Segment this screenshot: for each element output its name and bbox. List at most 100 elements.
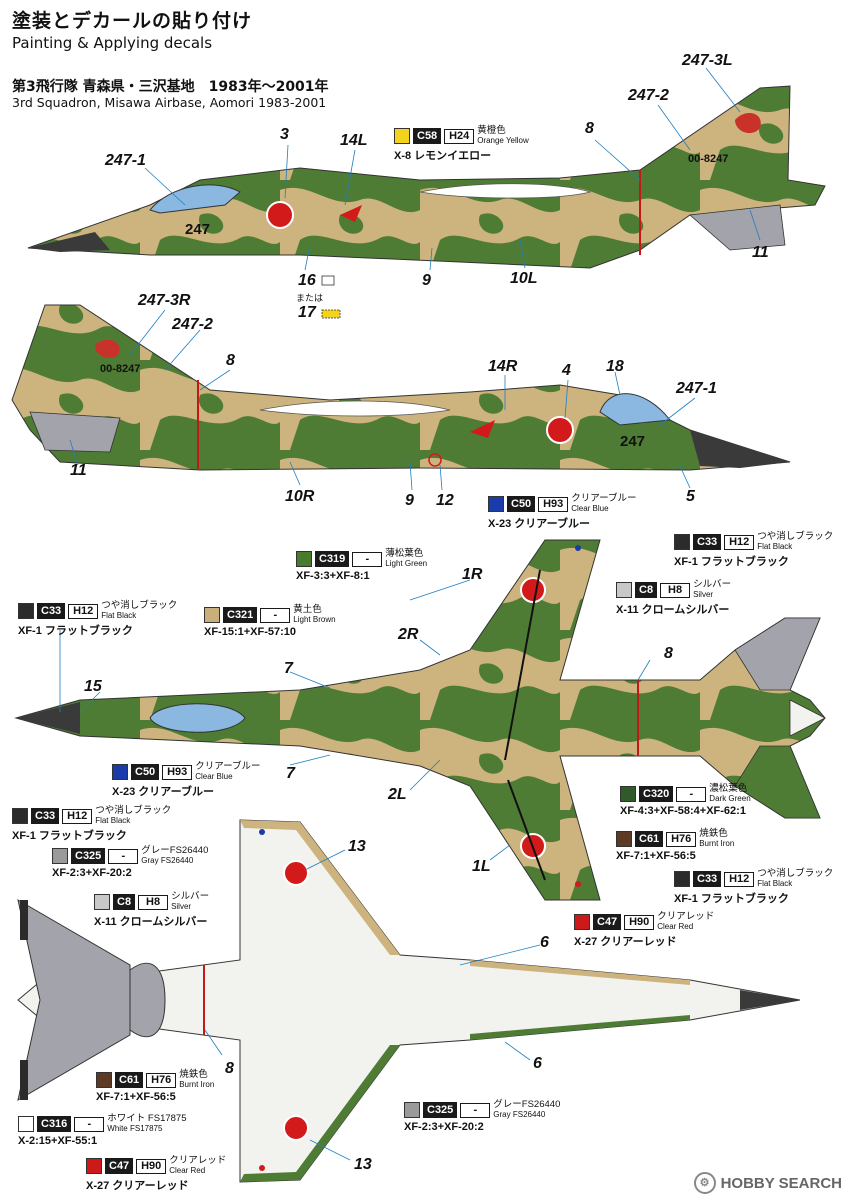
callout-label: 14L [340,132,368,149]
canopy [149,703,246,733]
color-swatch [620,786,636,802]
callout-label: 11 [70,462,87,479]
page-subtitle: Painting & Applying decals [12,34,213,52]
callout-label: 2L [388,786,407,803]
canopy [149,184,241,214]
squadron-title: 第3飛行隊 青森県・三沢基地 1983年〜2001年 [12,79,329,95]
callout-label: 10L [510,270,538,287]
hinomaru [283,860,309,886]
callout-label: 15 [84,678,102,695]
callout-label: 6 [540,934,549,951]
side-view-right: 247 00-8247 [11,304,791,471]
color-swatch [296,551,312,567]
callout-label: 6 [533,1055,542,1072]
callout-label: 247-1 [676,380,717,397]
top-view [14,539,826,901]
callout-label: 247-2 [628,87,669,104]
squadron-subtitle: 3rd Squadron, Misawa Airbase, Aomori 198… [12,95,327,110]
callout-label: 247-1 [105,152,146,169]
callout-label: 10R [285,488,315,505]
callout-label: 16 [298,272,316,289]
callout-label: 11 [752,244,769,261]
hinomaru [266,201,294,229]
callout-label: 7 [286,765,295,782]
nose-number: 247 [620,433,645,450]
nose-cone [28,232,110,252]
color-swatch [616,582,632,598]
hobby-search-icon: ⚙ [693,1172,716,1194]
color-swatch [112,764,128,780]
or-label: または [296,294,324,304]
nose-cone [16,702,80,734]
color-swatch [674,871,690,887]
callout-label: 1L [472,858,491,875]
callout-label: 3 [280,126,289,143]
tail-serial: 00-8247 [100,363,140,375]
page-title: 塗装とデカールの貼り付け [12,10,253,32]
callout-label: 8 [664,645,673,662]
color-swatch [52,848,68,864]
color-swatch [204,607,220,623]
callout-label: 12 [436,492,454,509]
callout-label: 247-3L [682,52,733,69]
nose-number: 247 [185,221,210,238]
callout-label: 14R [488,358,518,375]
callout-label: 2R [398,626,419,643]
callout-label: 13 [348,838,366,855]
color-swatch [96,1072,112,1088]
color-swatch [488,496,504,512]
side-view-left: 247 00-8247 [27,85,826,269]
canopy [599,393,671,426]
callout-label: 8 [585,120,594,137]
callout-label: 5 [686,488,695,505]
callout-label: 4 [562,362,571,379]
callout-label: 1R [462,566,483,583]
tail-serial: 00-8247 [688,153,728,165]
callout-label: 247-2 [172,316,213,333]
color-swatch [404,1102,420,1118]
callout-label: 13 [354,1156,372,1173]
color-swatch [18,1116,34,1132]
watermark-logo: ⚙ HOBBY SEARCH [693,1172,842,1194]
color-swatch [94,894,110,910]
callout-label: 9 [422,272,431,289]
hinomaru [283,1115,309,1141]
callout-label: 7 [284,660,293,677]
color-swatch [86,1158,102,1174]
nose-cone [740,990,800,1010]
callout-label: 17 [298,304,316,321]
callout-label: 9 [405,492,414,509]
hinomaru [546,416,574,444]
callout-label: 247-3R [138,292,191,309]
color-swatch [394,128,410,144]
hinomaru [520,577,546,603]
callout-label: 8 [225,1060,234,1077]
color-swatch [12,808,28,824]
color-swatch [616,831,632,847]
callout-label: 18 [606,358,624,375]
callout-label: 8 [226,352,235,369]
color-swatch [574,914,590,930]
color-swatch [18,603,34,619]
color-swatch [674,534,690,550]
